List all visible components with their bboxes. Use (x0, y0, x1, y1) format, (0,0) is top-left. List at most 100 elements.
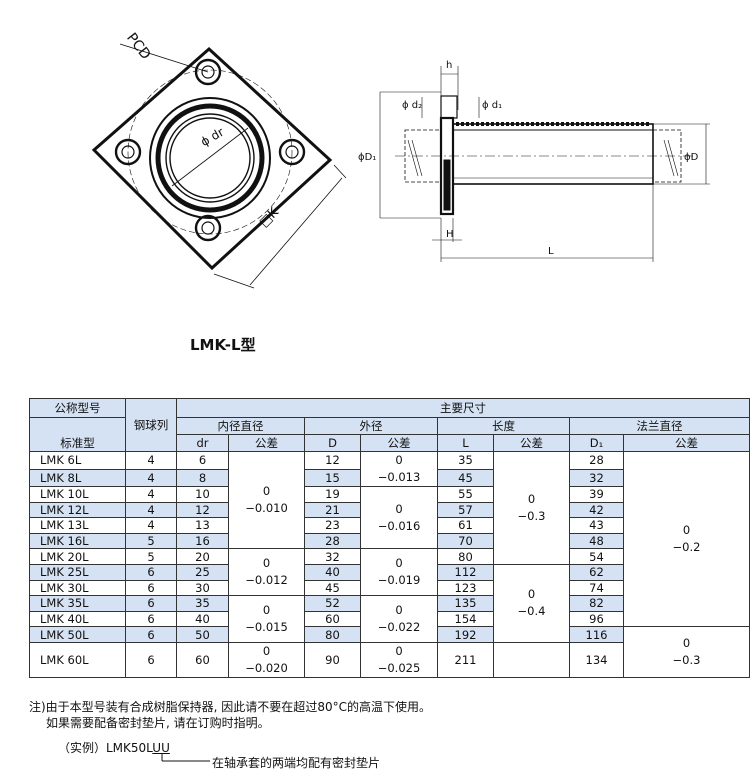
model-cell: LMK 20L (29, 548, 126, 565)
D1-cell: 32 (569, 468, 624, 487)
D-tolerance: 0−0.025 (360, 641, 438, 678)
D-cell: 15 (304, 468, 361, 487)
front-view (91, 43, 347, 289)
example-prefix: （实例）LMK50L (58, 741, 153, 755)
length-header: 长度 (437, 417, 570, 435)
main-dims-header: 主要尺寸 (176, 398, 750, 418)
L-cell: 35 (437, 451, 494, 470)
D1-cell: 82 (569, 595, 624, 612)
dr-cell: 10 (176, 486, 229, 503)
D-cell: 21 (304, 501, 361, 519)
dr-cell: 8 (176, 468, 229, 487)
dr-tolerance: 0−0.020 (228, 641, 305, 678)
model-caption: LMK-L型 (190, 336, 256, 354)
dr-cell: 35 (176, 595, 229, 612)
balls-cell: 4 (125, 451, 177, 470)
side-view (379, 66, 710, 262)
outer-header: 外径 (304, 417, 438, 435)
dr-cell: 40 (176, 610, 229, 628)
balls-cell: 5 (125, 548, 177, 565)
balls-cell: 6 (125, 641, 177, 678)
D1-cell: 74 (569, 579, 624, 597)
D1-tolerance: 0−0.2 (623, 450, 750, 628)
h-label: h (446, 60, 452, 71)
example-code: （实例）LMK50LUU (58, 739, 170, 756)
example-description: 在轴承套的两端均配有密封垫片 (212, 756, 381, 770)
model-cell: LMK 16L (29, 532, 126, 550)
model-header-bottom: 标准型 (29, 417, 126, 452)
example-leader-line (161, 753, 210, 762)
D1-cell: 28 (569, 451, 624, 470)
D1-cell: 43 (569, 517, 624, 534)
balls-cell: 6 (125, 610, 177, 628)
balls-cell: 4 (125, 468, 177, 487)
L-tol-header: 公差 (493, 434, 570, 452)
D-cell: 90 (304, 641, 361, 678)
technical-drawing: PCD ϕ dr □K (91, 30, 710, 289)
balls-cell: 6 (125, 626, 177, 643)
L-cell: 80 (437, 548, 494, 565)
D-tolerance: 0−0.016 (360, 485, 438, 550)
D1-cell: 48 (569, 532, 624, 550)
table-row: LMK 30L 6 30 45 123 74 (29, 579, 750, 597)
L-tolerance (493, 641, 570, 678)
L-cell: 55 (437, 486, 494, 503)
model-cell: LMK 40L (29, 610, 126, 628)
dr-cell: 20 (176, 548, 229, 565)
dr-cell: 50 (176, 626, 229, 643)
d2-label: ϕ d₂ (402, 100, 422, 111)
L-cell: 45 (437, 468, 494, 487)
model-cell: LMK 35L (29, 595, 126, 612)
L-cell: 112 (437, 563, 494, 581)
balls-cell: 6 (125, 579, 177, 597)
balls-cell: 6 (125, 595, 177, 612)
L-tolerance: 0−0.4 (493, 563, 570, 643)
D-tolerance: 0−0.019 (360, 548, 438, 597)
D1-cell: 116 (569, 626, 624, 643)
L-cell: 61 (437, 517, 494, 534)
model-cell: LMK 12L (29, 501, 126, 519)
L-cell: 211 (437, 641, 494, 678)
D1-cell: 134 (569, 641, 624, 678)
D1-cell: 54 (569, 548, 624, 565)
model-cell: LMK 25L (29, 563, 126, 581)
dr-tolerance: 0−0.015 (228, 595, 305, 643)
d1-label: ϕ d₁ (482, 100, 502, 111)
L-cell: 123 (437, 579, 494, 597)
model-cell: LMK 10L (29, 486, 126, 503)
model-cell: LMK 30L (29, 579, 126, 597)
note-line-2: 如果需要配备密封垫片, 请在订购时指明。 (46, 716, 270, 730)
L-cell: 192 (437, 626, 494, 643)
model-header-top: 公称型号 (29, 398, 126, 418)
dr-tolerance: 0−0.010 (228, 450, 305, 550)
L-label: L (548, 246, 554, 257)
D-label: ϕD (684, 152, 699, 163)
L-cell: 70 (437, 532, 494, 550)
L-cell: 135 (437, 595, 494, 612)
balls-cell: 6 (125, 563, 177, 581)
table-row: LMK 13L 4 13 23 61 43 (29, 517, 750, 534)
D1-header: D₁ (569, 434, 624, 452)
dr-header: dr (176, 434, 229, 452)
dr-tolerance: 0−0.012 (228, 548, 305, 597)
dr-cell: 6 (176, 451, 229, 470)
D1-tol-header: 公差 (623, 434, 750, 452)
D1-tolerance: 0−0.3 (623, 626, 750, 678)
D-cell: 23 (304, 517, 361, 534)
D1-cell: 96 (569, 610, 624, 628)
D1-label: ϕD₁ (358, 152, 376, 163)
dr-cell: 30 (176, 579, 229, 597)
dr-cell: 60 (176, 641, 229, 678)
model-cell: LMK 60L (29, 641, 126, 678)
spec-table: 公称型号 钢球列 主要尺寸 标准型 内径直径 外径 长度 法兰直径 dr 公差 … (29, 398, 750, 678)
D-cell: 28 (304, 532, 361, 550)
L-cell: 57 (437, 501, 494, 519)
D-tolerance: 0−0.013 (360, 451, 438, 487)
D-cell: 40 (304, 563, 361, 581)
table-row: LMK 40L 6 40 60 154 96 (29, 610, 750, 628)
note-line-1: 注)由于本型号装有合成树脂保持器, 因此请不要在超过80°C的高温下使用。 (29, 700, 431, 714)
model-cell: LMK 8L (29, 468, 126, 487)
balls-header: 钢球列 (125, 398, 177, 452)
D-tol-header: 公差 (360, 434, 438, 452)
model-cell: LMK 6L (29, 451, 126, 470)
